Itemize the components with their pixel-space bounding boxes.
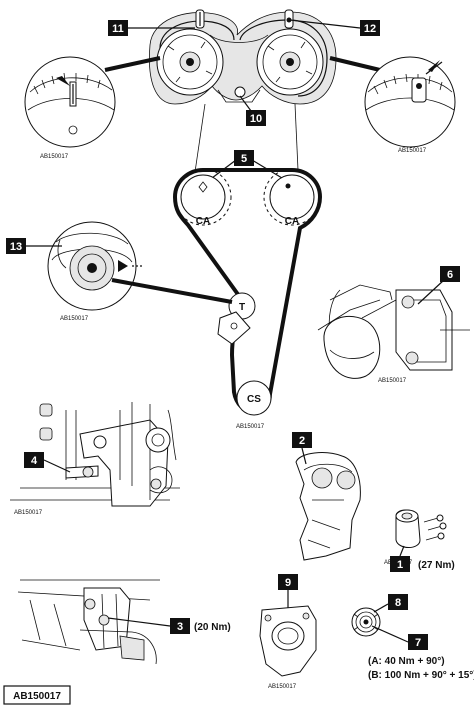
callout-6: 6	[440, 266, 460, 282]
svg-text:AB150017: AB150017	[268, 684, 297, 690]
svg-text:CA: CA	[196, 216, 210, 227]
svg-text:AB150017: AB150017	[13, 691, 61, 702]
camshaft-assembly	[149, 9, 337, 226]
svg-text:CA: CA	[285, 216, 299, 227]
svg-text:AB150017: AB150017	[40, 154, 69, 160]
crank-pulley-8	[351, 607, 381, 637]
left-timing-mark-detail: AB150017	[24, 56, 116, 160]
svg-text:10: 10	[250, 113, 262, 125]
callout-10: 10	[246, 110, 266, 126]
figure-code: AB150017	[3, 685, 71, 705]
belt-route: CA CA T CS AB150017	[172, 168, 323, 430]
svg-text:7: 7	[415, 637, 421, 649]
svg-text:AB150017: AB150017	[60, 316, 89, 322]
svg-text:3: 3	[177, 621, 183, 633]
timing-cover-2	[295, 452, 361, 561]
svg-text:AB150017: AB150017	[378, 378, 407, 384]
lower-cover-9: AB150017	[259, 605, 317, 690]
svg-text:13: 13	[10, 241, 22, 253]
svg-text:9: 9	[285, 577, 291, 589]
svg-text:AB150017: AB150017	[398, 148, 427, 154]
callout-3: 3	[170, 618, 190, 634]
svg-text:8: 8	[395, 597, 401, 609]
svg-text:AB150017: AB150017	[14, 510, 43, 516]
callout-1: 1	[390, 556, 410, 572]
right-timing-mark-detail: AB150017	[364, 56, 456, 154]
callout-4: 4	[24, 452, 44, 468]
svg-text:AB150017: AB150017	[236, 424, 265, 430]
callout-13: 13	[6, 238, 26, 254]
callout-5: 5	[234, 150, 254, 166]
svg-text:6: 6	[447, 269, 453, 281]
callout-12: 12	[360, 20, 380, 36]
torque-item7-a: (A: 40 Nm + 90°)	[368, 656, 445, 667]
svg-text:12: 12	[364, 23, 376, 35]
callout-11: 11	[108, 20, 128, 36]
torque-item1: (27 Nm)	[418, 560, 455, 571]
callout-2: 2	[292, 432, 312, 448]
crankshaft-detail-3	[17, 579, 160, 665]
callout-9: 9	[278, 574, 298, 590]
svg-text:CS: CS	[247, 394, 261, 405]
svg-text:11: 11	[112, 23, 124, 35]
svg-text:5: 5	[241, 153, 247, 165]
callout-8: 8	[388, 594, 408, 610]
svg-text:2: 2	[299, 435, 305, 447]
svg-text:4: 4	[31, 455, 38, 467]
svg-text:T: T	[239, 302, 245, 313]
crank-detail-4: AB150017	[10, 402, 180, 516]
callout-7: 7	[408, 634, 428, 650]
torque-item3: (20 Nm)	[194, 622, 231, 633]
torque-item7-b: (B: 100 Nm + 90° + 15°)	[368, 670, 474, 681]
engine-detail-6: AB150017	[317, 284, 470, 384]
svg-text:1: 1	[397, 559, 403, 571]
tensioner-detail: AB150017	[47, 221, 142, 322]
